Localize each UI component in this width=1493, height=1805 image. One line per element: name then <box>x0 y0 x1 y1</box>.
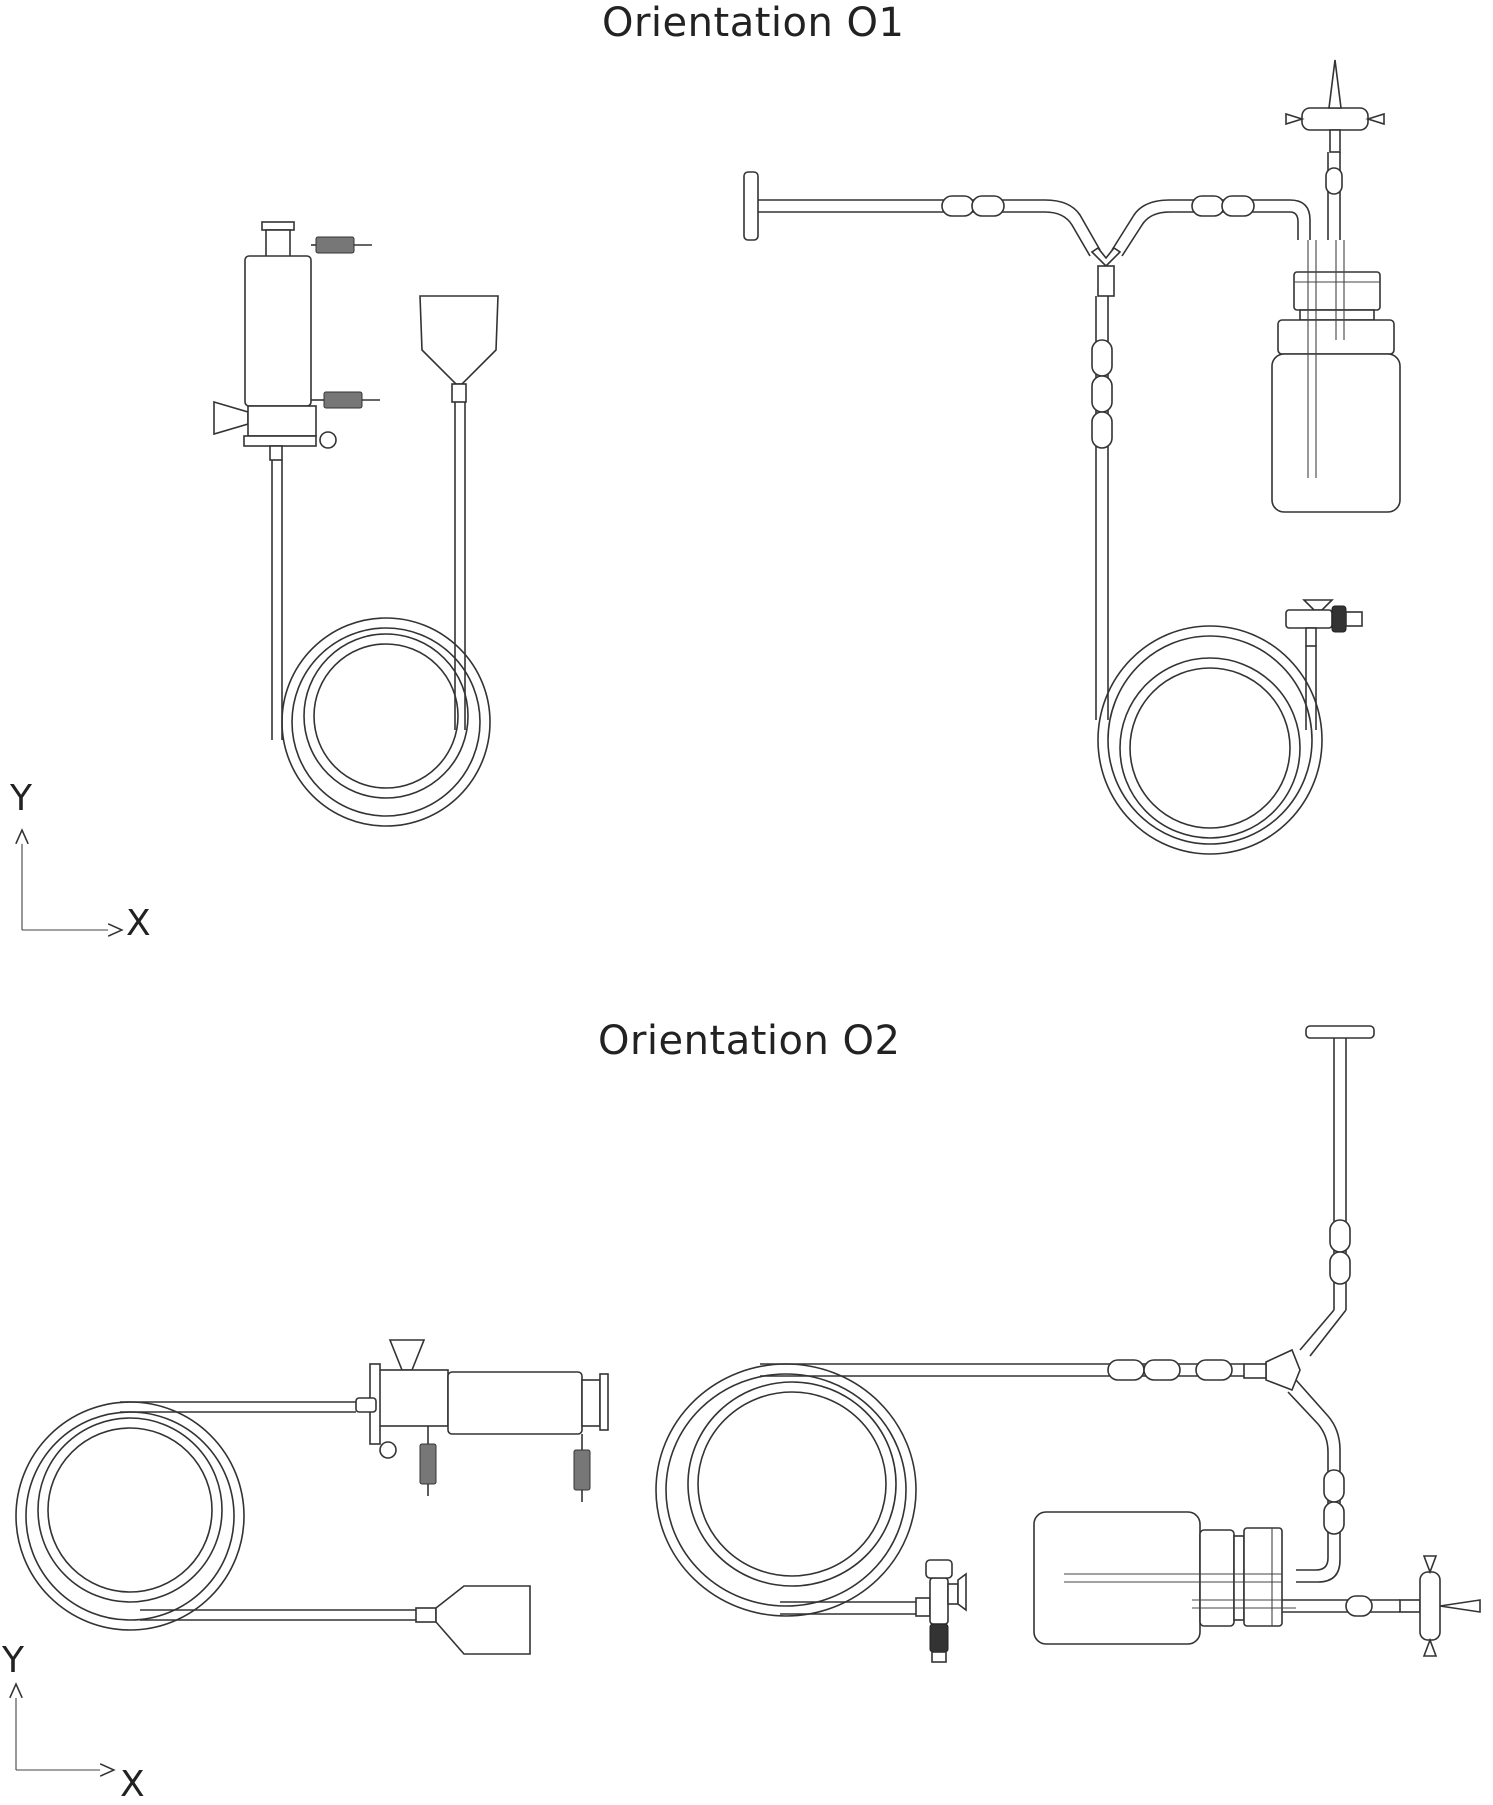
o1-bottle <box>1271 240 1401 513</box>
o2-valve <box>780 1559 967 1663</box>
o2-y-axis-label: Y <box>2 1640 24 1681</box>
o1-cartridge-assembly <box>213 221 380 461</box>
o2-cartridge-assembly <box>355 1339 609 1502</box>
panel-title-o1: Orientation O1 <box>602 0 905 46</box>
o2-bottle <box>1033 1511 1296 1645</box>
o1-right-coiled-tubing <box>1097 625 1323 855</box>
o1-manifold-assembly <box>743 171 1311 720</box>
o2-axis-arrows <box>16 1684 114 1770</box>
o1-x-axis-label: X <box>126 903 151 944</box>
o1-y-axis-label: Y <box>10 778 32 819</box>
o1-valve <box>1285 599 1363 730</box>
o2-left-coiled-tubing <box>15 1401 416 1631</box>
o1-axis-arrows <box>22 830 122 930</box>
o2-vent-filter <box>1282 1555 1481 1657</box>
o2-x-axis-label: X <box>120 1764 145 1805</box>
o1-left-coiled-tubing <box>271 402 491 827</box>
o2-right-coiled-tubing <box>655 1363 917 1617</box>
o1-vent-filter <box>1285 59 1385 240</box>
o1-funnel-reservoir <box>419 295 499 403</box>
o2-funnel-reservoir <box>415 1585 531 1655</box>
panel-title-o2: Orientation O2 <box>598 1018 901 1064</box>
o2-manifold-assembly <box>760 1025 1375 1583</box>
